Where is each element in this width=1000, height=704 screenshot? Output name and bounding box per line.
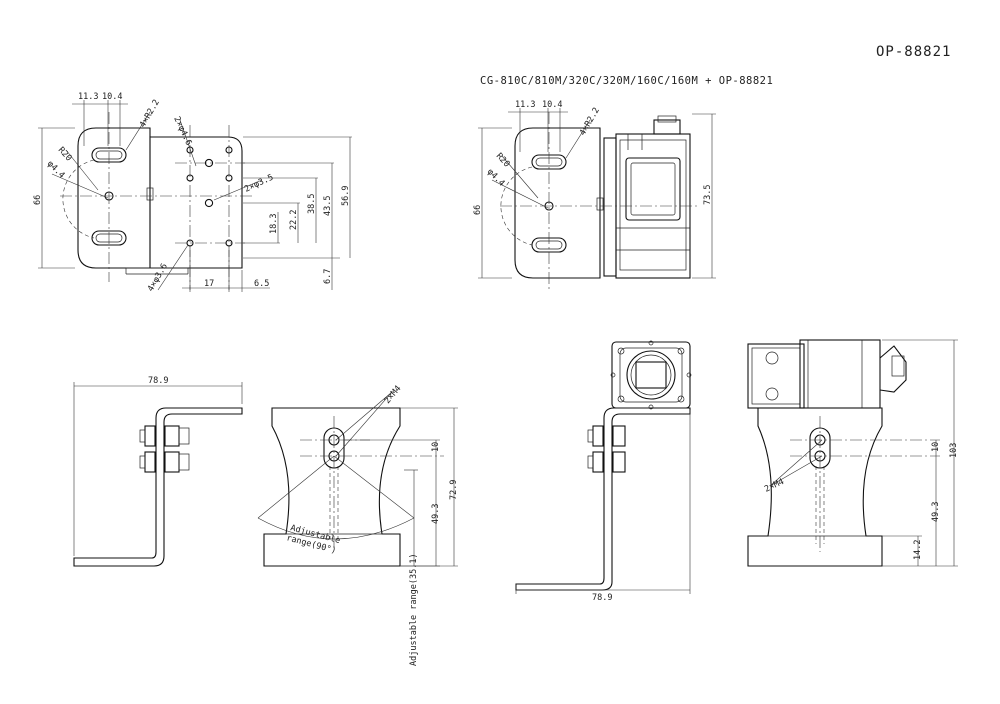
- asm-dim-73-5: 73.5: [703, 185, 713, 205]
- asm-dim-4xr2-2: 4×R2.2: [578, 106, 602, 138]
- asm-pivot-dim-49-3: 49.3: [931, 502, 941, 522]
- compatibility-label: CG-810C/810M/320C/320M/160C/160M + OP-88…: [480, 75, 773, 87]
- dim-6-7: 6.7: [323, 269, 333, 284]
- dim-11-3: 11.3: [78, 92, 98, 102]
- dim-66: 66: [33, 195, 43, 205]
- dim-22-2: 22.2: [289, 210, 299, 230]
- asm-pivot-dim-10: 10: [931, 442, 941, 452]
- dim-phi4-4: φ4.4: [45, 159, 67, 181]
- dim-6-5: 6.5: [254, 279, 269, 289]
- dim-18-3: 18.3: [269, 214, 279, 234]
- asm-dim-11-3: 11.3: [515, 100, 535, 110]
- asm-dim-66: 66: [473, 205, 483, 215]
- dim-17: 17: [204, 279, 214, 289]
- assembly-pivot-view: 2×M4 10 103 49.3 14.2: [747, 339, 959, 567]
- pivot-dim-49-3: 49.3: [431, 504, 441, 524]
- dim-4xr2-2: 4×R2.2: [138, 98, 162, 130]
- asm-side-dim-78-9: 78.9: [592, 593, 612, 603]
- dim-r20: R20: [56, 145, 74, 163]
- part-number-title: OP-88821: [876, 44, 951, 60]
- bracket-side-view: 78.9: [73, 376, 243, 567]
- asm-dim-10-4: 10.4: [542, 100, 562, 110]
- asm-pivot-dim-2xm4: 2×M4: [763, 477, 786, 495]
- assembly-front-view: 11.3 10.4 4×R2.2 R20 φ4.4 66 73.5: [473, 100, 716, 292]
- side-dim-78-9: 78.9: [148, 376, 168, 386]
- asm-pivot-dim-14-2: 14.2: [913, 540, 923, 560]
- pivot-dim-2xm4: 2×M4: [383, 384, 404, 406]
- dim-2xphi3-5: 2×φ3.5: [243, 173, 275, 195]
- dim-56-9: 56.9: [341, 186, 351, 206]
- bracket-pivot-view: 2×M4 10 72.9 49.3 Adjustable range(90°) …: [257, 384, 459, 666]
- pivot-dim-10: 10: [431, 442, 441, 452]
- dim-43-5: 43.5: [323, 196, 333, 216]
- assembly-side-view: 78.9: [515, 340, 692, 603]
- dim-38-5: 38.5: [307, 194, 317, 214]
- asm-pivot-dim-103: 103: [949, 443, 959, 458]
- pivot-adjustable-range-35: Adjustable range(35.1): [409, 553, 419, 666]
- dim-10-4: 10.4: [102, 92, 122, 102]
- bracket-front-view: 11.3 10.4 4×R2.2 2×φ4.6 R20 φ4.4 2×φ3.5 …: [33, 92, 352, 294]
- pivot-dim-72-9: 72.9: [449, 480, 459, 500]
- asm-dim-r20: R20: [494, 151, 512, 169]
